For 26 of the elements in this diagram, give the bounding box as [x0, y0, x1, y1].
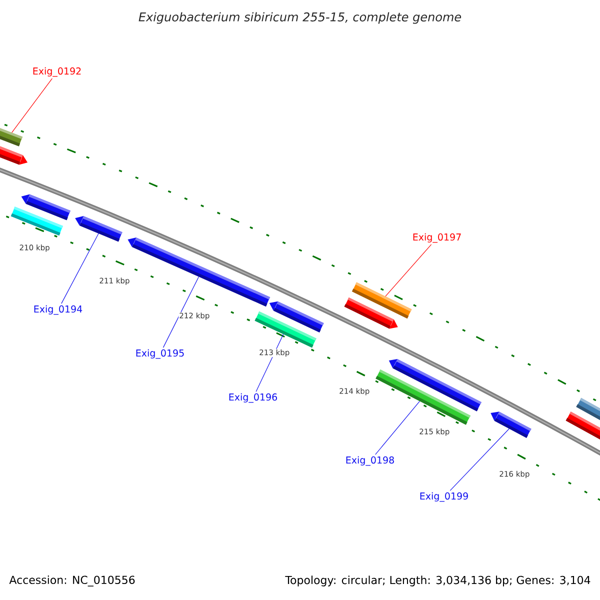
leader-line: [385, 244, 432, 297]
gene-label: Exig_0196: [229, 393, 277, 403]
gene-bar: [490, 412, 532, 438]
gene-bar: [0, 146, 28, 165]
footer-text: Topology: circular; Length: 3,034,136 bp; Genes: 3,104: [285, 576, 590, 586]
gene-bar: [566, 411, 600, 442]
gene-label: Exig_0195: [136, 349, 184, 359]
leader-line: [375, 400, 420, 455]
gene-bar: [254, 311, 316, 348]
title: Exiguobacterium sibiricum 255-15, complete genome: [138, 12, 462, 24]
footer-text: Accession: NC_010556: [9, 576, 135, 586]
leader-line: [12, 78, 52, 133]
leader-line: [162, 276, 200, 348]
gene-label: Exig_0194: [34, 305, 82, 315]
leader-line: [450, 428, 510, 491]
gene-label: Exig_0199: [420, 492, 468, 502]
gene-bar: [128, 238, 270, 307]
gene-bar: [75, 216, 122, 242]
gene-label: Exig_0197: [413, 233, 461, 243]
gene-label: Exig_0192: [33, 67, 81, 77]
gene-label: Exig_0198: [346, 456, 394, 466]
gene-bar: [376, 369, 471, 425]
gene-bar: [344, 297, 398, 329]
gene-bar: [10, 206, 64, 236]
leader-line: [61, 233, 99, 304]
gene-bar: [0, 127, 23, 146]
